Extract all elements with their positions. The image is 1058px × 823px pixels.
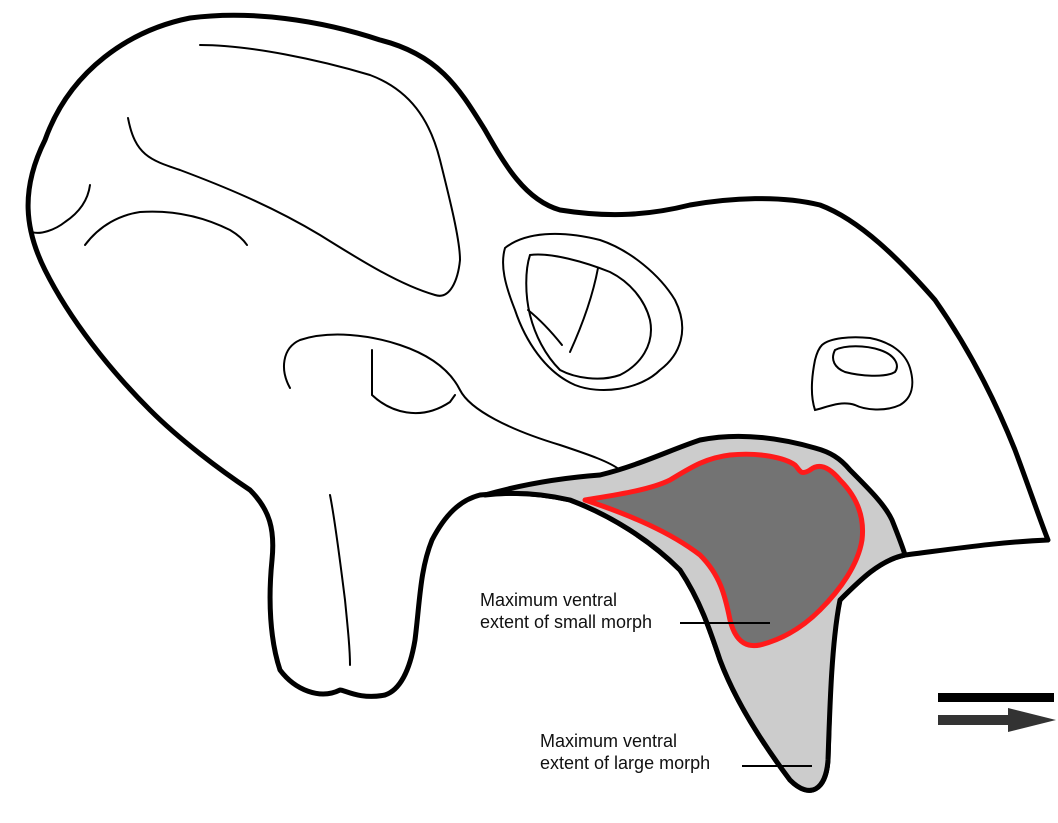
small-morph-label-line2: extent of small morph (480, 611, 652, 633)
large-morph-label: Maximum ventral extent of large morph (540, 730, 710, 774)
large-morph-label-line2: extent of large morph (540, 752, 710, 774)
arrow-right-icon (938, 708, 1056, 732)
large-morph-label-line1: Maximum ventral (540, 730, 710, 752)
scale-bar (938, 693, 1054, 702)
skull-outline (28, 15, 1048, 790)
small-morph-label-line1: Maximum ventral (480, 589, 652, 611)
small-morph-label: Maximum ventral extent of small morph (480, 589, 652, 633)
